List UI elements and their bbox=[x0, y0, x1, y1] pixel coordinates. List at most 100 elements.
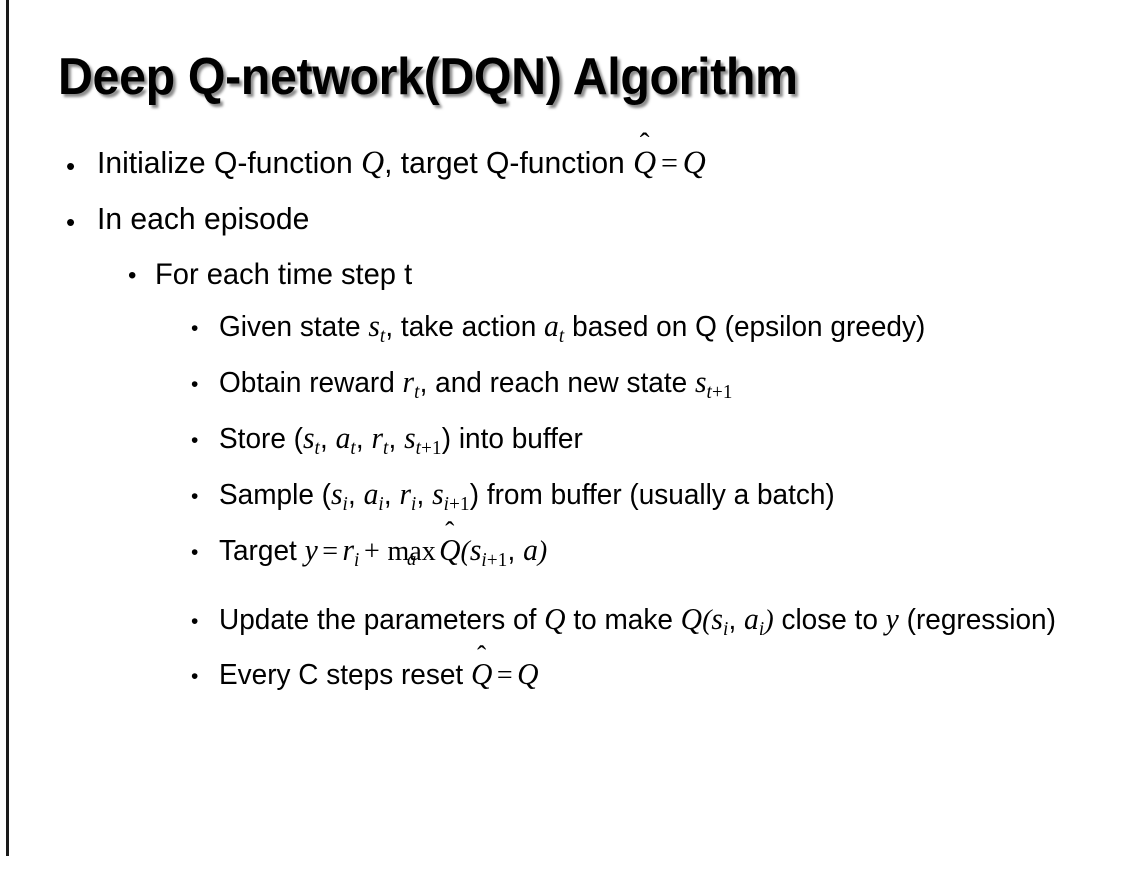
math-var-a: a bbox=[523, 532, 538, 567]
text-run: , take action bbox=[385, 311, 545, 343]
list-item: • Given state st, take action at based o… bbox=[0, 308, 1124, 355]
math-var-s2: s bbox=[432, 476, 444, 511]
bullet-list: • Initialize Q-function Q, target Q-func… bbox=[0, 143, 1124, 703]
text-run: Store ( bbox=[219, 422, 303, 455]
bullet-icon: • bbox=[191, 317, 199, 340]
math-var-qhat: ̂Q bbox=[439, 532, 460, 569]
math-var-s: s bbox=[711, 601, 723, 636]
list-item-text: Initialize Q-function Q, target Q-functi… bbox=[97, 143, 1054, 183]
text-run: Update the parameters of bbox=[219, 603, 545, 636]
slide-left-rule bbox=[6, 0, 9, 856]
list-item-text: Store (st, at, rt, st+1) into buffer bbox=[219, 420, 1063, 467]
math-var-qhat: ̂Q bbox=[633, 143, 656, 183]
math-var-a: a bbox=[363, 476, 379, 511]
math-subscript: t+1 bbox=[706, 381, 732, 403]
math-var-r: r bbox=[371, 420, 384, 455]
math-var-s: s bbox=[330, 476, 343, 511]
text-run: , bbox=[388, 422, 405, 455]
list-item-text: Given state st, take action at based on … bbox=[219, 308, 1063, 355]
page-title: Deep Q-network(DQN) Algorithm bbox=[58, 48, 798, 106]
math-var-q: Q bbox=[517, 657, 539, 692]
math-subscript: i+1 bbox=[481, 549, 507, 571]
math-equals: = bbox=[322, 534, 338, 567]
text-run: , bbox=[348, 478, 364, 511]
math-paren-open: ( bbox=[702, 603, 712, 636]
list-item-text: Obtain reward rt, and reach new state st… bbox=[219, 364, 1063, 411]
math-equals: = bbox=[496, 659, 513, 692]
math-subscript: t+1 bbox=[416, 437, 442, 459]
text-run: , target Q-function bbox=[384, 145, 634, 180]
text-run: ) bbox=[469, 478, 480, 511]
math-var-s: s bbox=[302, 420, 315, 455]
math-var-q: Q bbox=[544, 601, 566, 636]
math-subscript: i bbox=[411, 492, 417, 515]
list-item-text: Every C steps reset ̂Q=Q bbox=[219, 656, 1063, 694]
operator-underscript: a bbox=[407, 549, 417, 571]
math-subscript: t bbox=[379, 324, 386, 347]
math-var-s: s bbox=[368, 309, 380, 343]
math-var-base: Q bbox=[439, 532, 461, 567]
list-item: • Target y=ri+maxâQ(si+1, a) bbox=[0, 532, 1124, 579]
text-run: from buffer (usually a batch) bbox=[479, 478, 835, 511]
math-equals: = bbox=[660, 145, 678, 180]
text-run: close to bbox=[773, 603, 886, 636]
subscript-index: t bbox=[706, 380, 712, 403]
math-var-y: y bbox=[885, 601, 899, 636]
text-run: Initialize Q-function bbox=[97, 145, 362, 180]
list-item-text: For each time step t bbox=[155, 258, 413, 291]
math-var-y: y bbox=[304, 532, 318, 567]
text-run: , bbox=[320, 422, 336, 455]
list-item: • In each episode bbox=[0, 199, 1124, 239]
text-run: based on Q (epsilon greedy) bbox=[564, 311, 926, 343]
math-var-q2: Q bbox=[680, 601, 703, 636]
math-subscript: i bbox=[378, 492, 384, 515]
bullet-icon: • bbox=[191, 540, 199, 564]
math-subscript: t bbox=[314, 436, 321, 459]
math-var-base: Q bbox=[470, 657, 493, 692]
math-subscript: i bbox=[758, 617, 765, 640]
bullet-icon: • bbox=[191, 428, 199, 452]
text-run: Obtain reward bbox=[219, 366, 403, 399]
list-item: • Sample (si, ai, ri, si+1) from buffer … bbox=[0, 476, 1124, 523]
bullet-icon: • bbox=[191, 372, 199, 396]
math-var-s: s bbox=[469, 532, 482, 567]
text-run: (regression) bbox=[898, 603, 1056, 636]
math-var-r: r bbox=[399, 476, 412, 511]
subscript-offset: +1 bbox=[711, 380, 733, 403]
math-var-a: a bbox=[544, 309, 559, 343]
list-item-text: In each episode bbox=[97, 201, 310, 236]
list-item: • For each time step t bbox=[0, 255, 1124, 294]
math-subscript: t bbox=[383, 436, 389, 459]
subscript-index: i bbox=[481, 548, 487, 571]
text-run: ) bbox=[441, 422, 452, 455]
subscript-offset: +1 bbox=[486, 548, 508, 571]
text-run: into buffer bbox=[451, 422, 583, 455]
math-paren-close: ) bbox=[537, 534, 548, 567]
list-item: • Every C steps reset ̂Q=Q bbox=[0, 656, 1124, 694]
math-var-qhat: ̂Q bbox=[471, 656, 492, 693]
math-subscript: i+1 bbox=[444, 493, 470, 515]
list-item-text: Target y=ri+maxâQ(si+1, a) bbox=[219, 532, 1063, 579]
math-var-r: r bbox=[402, 364, 415, 399]
math-plus: + bbox=[363, 534, 380, 567]
math-subscript: i bbox=[342, 492, 349, 515]
text-run: Given state bbox=[219, 311, 369, 343]
text-run: , bbox=[383, 478, 400, 511]
math-subscript: t bbox=[414, 380, 420, 403]
text-run: , bbox=[355, 422, 372, 455]
bullet-icon: • bbox=[66, 207, 76, 237]
text-run: to make bbox=[565, 603, 681, 636]
math-paren-close: ) bbox=[764, 603, 774, 636]
bullet-icon: • bbox=[191, 665, 199, 689]
subscript-offset: +1 bbox=[421, 436, 442, 459]
math-subscript: i bbox=[722, 617, 729, 640]
subscript-index: t bbox=[415, 436, 422, 459]
operator-label: max bbox=[387, 534, 436, 567]
math-var-a: a bbox=[744, 601, 759, 636]
text-run: , bbox=[728, 603, 745, 636]
bullet-icon: • bbox=[66, 151, 76, 181]
list-item: • Update the parameters of Q to make Q(s… bbox=[0, 601, 1124, 648]
subscript-offset: +1 bbox=[449, 492, 470, 515]
